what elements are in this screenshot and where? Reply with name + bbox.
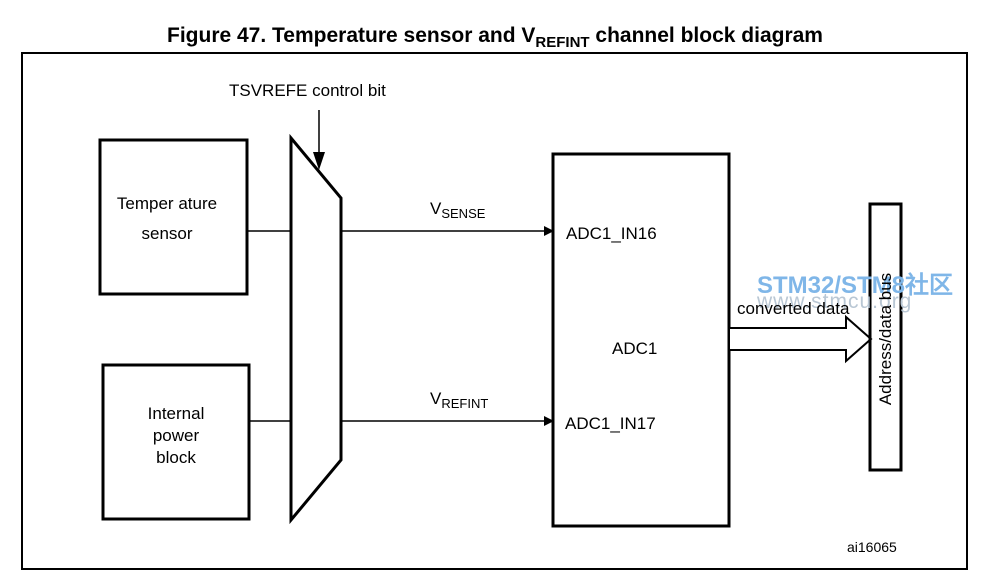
vsense-label: VSENSE bbox=[430, 199, 486, 221]
converted-data-arrow bbox=[728, 314, 873, 364]
adc1-in17-label: ADC1_IN17 bbox=[565, 414, 656, 433]
diagram-frame bbox=[21, 52, 968, 570]
adc1-label: ADC1 bbox=[612, 339, 658, 358]
address-data-bus bbox=[868, 202, 903, 472]
figure-id: ai16065 bbox=[847, 539, 897, 555]
watermark-url: www.stmcu.org bbox=[757, 290, 913, 313]
temperature-sensor-label: Temper ature sensor bbox=[116, 194, 218, 243]
adc1-in16-label: ADC1_IN16 bbox=[566, 224, 657, 243]
vrefint-label: VREFINT bbox=[430, 389, 489, 411]
converted-data-label: converted data bbox=[737, 299, 850, 318]
figure-title: Figure 47. Temperature sensor and VREFIN… bbox=[167, 24, 823, 51]
multiplexer bbox=[289, 133, 343, 525]
watermark-text: STM32/STM8社区 bbox=[757, 272, 954, 299]
control-bit-label: TSVREFE control bit bbox=[229, 81, 386, 100]
temperature-sensor-block bbox=[98, 138, 249, 296]
address-data-bus-label: Address/data bus bbox=[876, 272, 895, 406]
control-bit-arrowhead bbox=[313, 152, 325, 170]
internal-power-block bbox=[101, 363, 251, 521]
internal-power-block-label: Internal power block bbox=[147, 404, 205, 467]
